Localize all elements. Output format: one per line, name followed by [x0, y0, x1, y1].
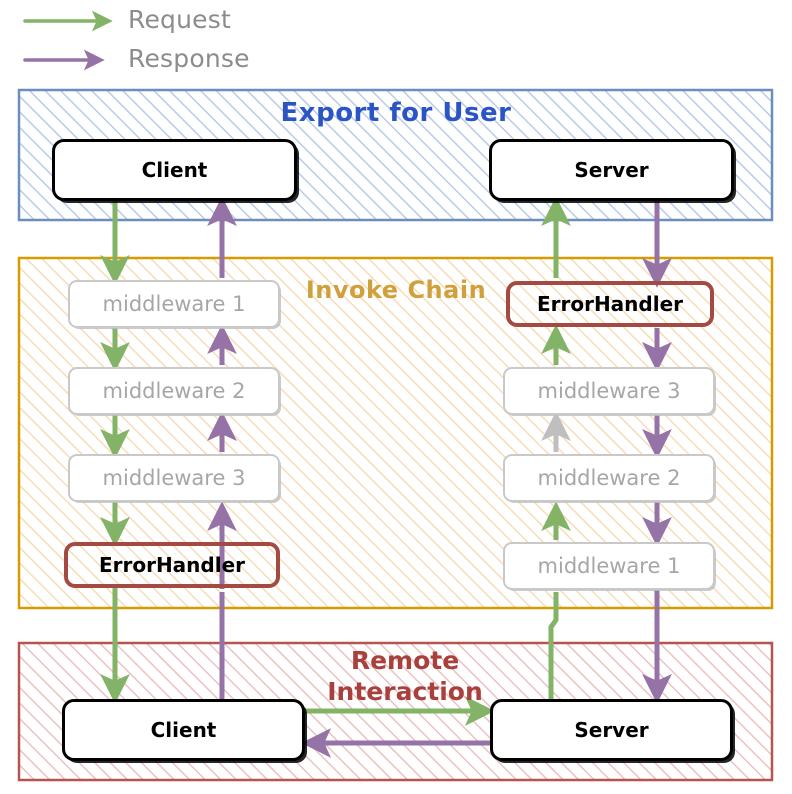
flow-right-request	[541, 196, 571, 700]
node-remote-server[interactable]: Server	[490, 699, 733, 761]
node-right-middleware-3[interactable]: middleware 3	[503, 367, 715, 415]
node-right-middleware-1[interactable]: middleware 1	[503, 542, 715, 590]
panel-title-invoke-chain: Invoke Chain	[305, 276, 487, 304]
panel-title-remote-line1: Remote	[350, 646, 460, 675]
node-right-error-handler[interactable]: ErrorHandler	[506, 281, 714, 327]
node-left-middleware-2[interactable]: middleware 2	[68, 367, 280, 415]
legend-label-request: Request	[128, 5, 231, 34]
node-remote-client[interactable]: Client	[62, 699, 305, 761]
node-left-error-handler[interactable]: ErrorHandler	[64, 542, 280, 588]
legend-label-response: Response	[128, 44, 250, 73]
node-left-middleware-3[interactable]: middleware 3	[68, 454, 280, 502]
panel-title-remote-line2: Interaction	[327, 677, 483, 706]
node-export-client[interactable]: Client	[52, 139, 297, 201]
node-left-middleware-1[interactable]: middleware 1	[68, 280, 280, 328]
node-right-middleware-2[interactable]: middleware 2	[503, 454, 715, 502]
panel-title-remote-interaction: Remote Interaction	[290, 645, 520, 707]
panel-title-export-for-user: Export for User	[280, 98, 512, 128]
node-export-server[interactable]: Server	[489, 139, 734, 201]
